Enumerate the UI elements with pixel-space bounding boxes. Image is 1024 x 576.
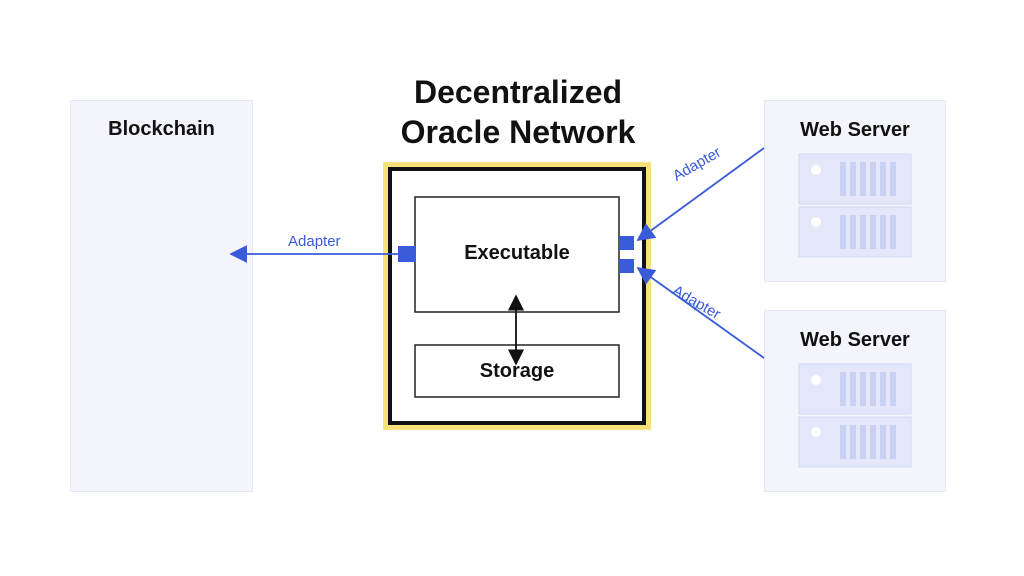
executable-label: Executable xyxy=(464,242,570,264)
title-line-1: Decentralized xyxy=(413,74,623,110)
top-right-adapter-port xyxy=(619,236,634,250)
server-rack-icon xyxy=(798,153,912,258)
bottom-right-adapter-port xyxy=(619,259,634,273)
storage-label: Storage xyxy=(479,360,555,382)
title-line-2: Oracle Network xyxy=(400,114,636,150)
web-server-title-1: Web Server xyxy=(800,119,910,141)
server-rack-icon xyxy=(798,363,912,468)
oracle-network-title: Decentralized Oracle Network xyxy=(360,72,676,152)
web-server-2-adapter-arrow xyxy=(636,266,765,359)
web-server-title-2: Web Server xyxy=(800,329,910,351)
blockchain-title: Blockchain xyxy=(108,118,215,140)
adapter-label-left: Adapter xyxy=(288,233,341,250)
blockchain-panel: Blockchain xyxy=(70,100,253,492)
web-server-1-adapter-arrow xyxy=(636,147,765,242)
executable-box xyxy=(414,196,620,313)
left-adapter-port xyxy=(398,246,416,262)
